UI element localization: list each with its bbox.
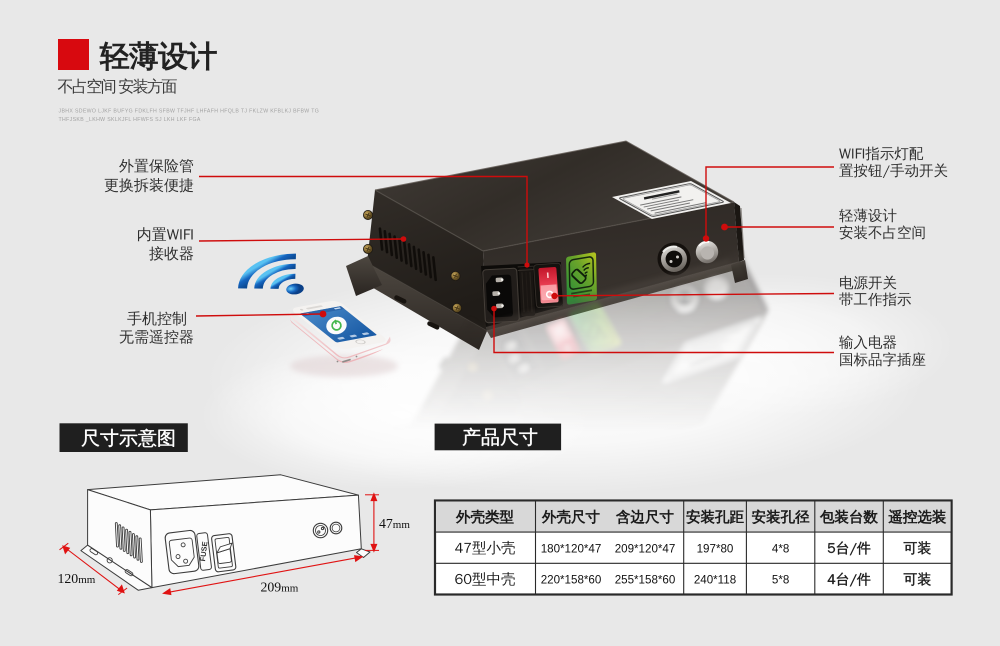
svg-text:209mm: 209mm — [261, 580, 299, 595]
svg-text:5*8: 5*8 — [772, 574, 789, 587]
svg-text:THFJSKB _LKHW SKLKJFL HFWFS SJ: THFJSKB _LKHW SKLKJFL HFWFS SJ LKH LKF F… — [59, 117, 201, 123]
svg-text:197*80: 197*80 — [697, 542, 734, 555]
svg-text:209*120*47: 209*120*47 — [615, 542, 676, 555]
svg-text:FUSE: FUSE — [198, 541, 209, 562]
svg-text:4*8: 4*8 — [772, 542, 789, 555]
svg-text:JBHX SDEWO LJKF BUFYG FDKLFH S: JBHX SDEWO LJKF BUFYG FDKLFH SFBW TFJHF … — [59, 109, 320, 115]
svg-text:255*158*60: 255*158*60 — [615, 574, 676, 587]
svg-text:240*118: 240*118 — [694, 574, 736, 587]
svg-text:220*158*60: 220*158*60 — [541, 574, 602, 587]
svg-text:47mm: 47mm — [379, 516, 410, 531]
svg-text:120mm: 120mm — [58, 571, 96, 586]
svg-text:180*120*47: 180*120*47 — [541, 542, 602, 555]
